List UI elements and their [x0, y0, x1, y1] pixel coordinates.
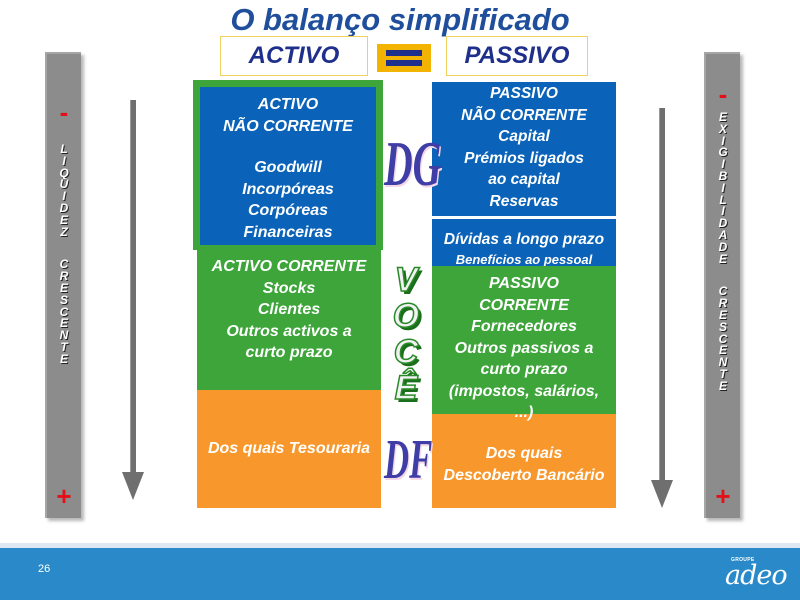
passivo-header: PASSIVO [446, 36, 588, 76]
dg-label: DG [384, 128, 442, 199]
plus-sign: + [56, 481, 72, 511]
slide-number: 26 [38, 563, 51, 575]
minus-sign: - [718, 79, 728, 109]
divider [432, 216, 616, 219]
df-label: DF [384, 429, 433, 491]
plus-sign: + [715, 481, 731, 511]
adeo-logo: adeo [725, 560, 788, 591]
dividas-longo-prazo: Dívidas a longo prazo [443, 231, 605, 248]
tesouraria-box: Dos quais Tesouraria [197, 388, 381, 508]
groupe-label: GROUPE [731, 557, 755, 563]
minus-sign: - [59, 97, 69, 127]
down-arrow-icon [122, 100, 144, 500]
activo-header: ACTIVO [220, 36, 368, 76]
footer-bar [0, 543, 800, 600]
down-arrow-icon [651, 108, 673, 508]
slide-title: O balanço simplificado [230, 2, 570, 37]
beneficios-pessoal: Benefícios ao pessoal [455, 252, 593, 267]
equals-icon [377, 44, 431, 72]
